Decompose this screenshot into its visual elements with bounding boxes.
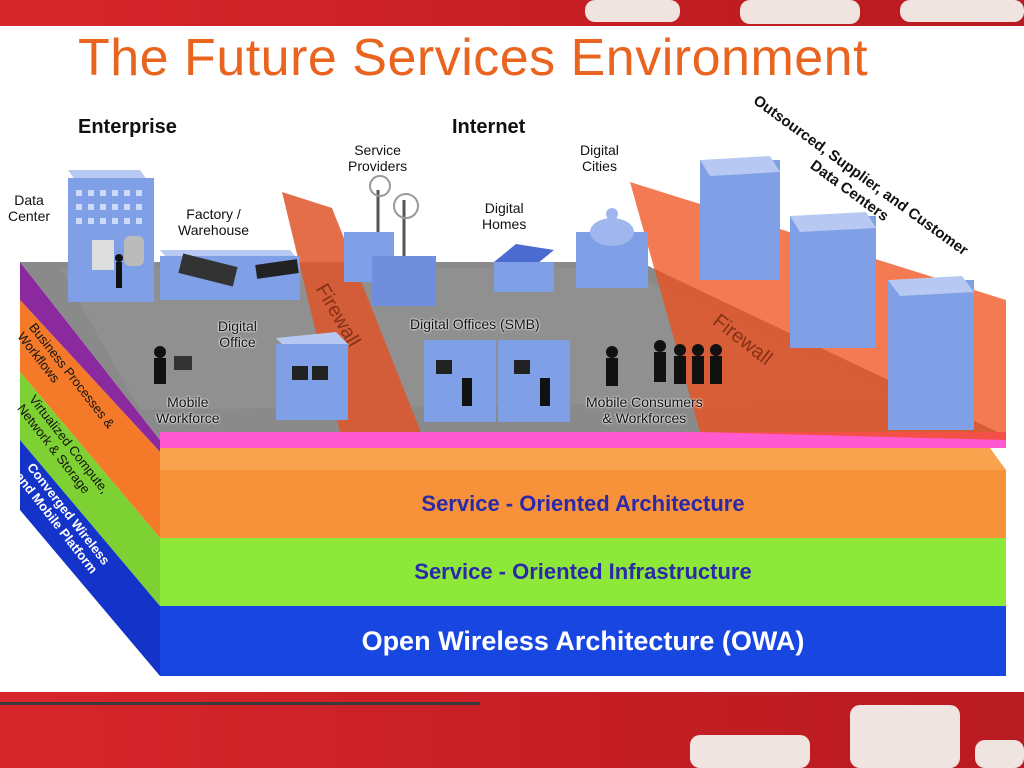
- page-title: The Future Services Environment: [78, 29, 869, 87]
- label-mobile-consumers: Mobile Consumers & Workforces: [586, 394, 703, 427]
- label-data-center: Data Center: [8, 192, 51, 225]
- side-face-purple: [20, 262, 160, 452]
- label-digital-cities: Digital Cities: [580, 142, 619, 175]
- side-face-green: [20, 372, 160, 606]
- label-mobile-workforce: Mobile Workforce: [156, 394, 220, 427]
- layer-soa: Service - Oriented Architecture: [160, 470, 1006, 538]
- layer-soa-label: Service - Oriented Architecture: [421, 491, 745, 516]
- section-internet: Internet: [452, 116, 526, 138]
- bottom-rule-line: [0, 702, 480, 705]
- label-digital-office: Digital Office: [218, 318, 257, 351]
- mobile-consumers-people: [606, 340, 722, 386]
- factory-building: [160, 250, 300, 300]
- digital-city-building: [576, 208, 648, 288]
- digital-offices-smb-cube-2: [498, 340, 570, 422]
- label-digital-offices-smb: Digital Offices (SMB): [410, 316, 540, 332]
- puzzle-piece-top-1: [585, 0, 680, 22]
- label-service-providers: Service Providers: [348, 142, 408, 175]
- side-face-blue: [20, 440, 160, 676]
- puzzle-piece-bottom-3: [975, 740, 1024, 768]
- outsourced-tower-3: [888, 276, 974, 430]
- data-center-building: [68, 170, 154, 302]
- side-face-orange: [20, 300, 160, 538]
- pink-edge: [160, 432, 1006, 448]
- puzzle-piece-top-3: [900, 0, 1024, 22]
- label-digital-homes: Digital Homes: [482, 200, 527, 233]
- outsourced-tower-1: [700, 156, 780, 280]
- label-factory: Factory / Warehouse: [178, 206, 250, 239]
- digital-office-cube: [276, 332, 350, 420]
- puzzle-piece-bottom-1: [690, 735, 810, 768]
- layer-soi: Service - Oriented Infrastructure: [160, 538, 1006, 606]
- layer-owa: Open Wireless Architecture (OWA): [160, 606, 1006, 676]
- puzzle-piece-bottom-2: [850, 705, 960, 768]
- layer-soi-label: Service - Oriented Infrastructure: [414, 559, 752, 584]
- firewall-left-shape: [282, 192, 420, 432]
- service-provider-buildings: [344, 175, 436, 306]
- layer-owa-label: Open Wireless Architecture (OWA): [361, 625, 805, 656]
- section-enterprise: Enterprise: [78, 116, 177, 138]
- digital-home-building: [494, 244, 554, 292]
- puzzle-piece-top-2: [740, 0, 860, 24]
- top-face-orange: [160, 448, 1006, 470]
- mobile-workforce-people: [154, 346, 192, 384]
- digital-offices-smb-cube-1: [424, 340, 496, 422]
- outsourced-tower-2: [790, 212, 876, 348]
